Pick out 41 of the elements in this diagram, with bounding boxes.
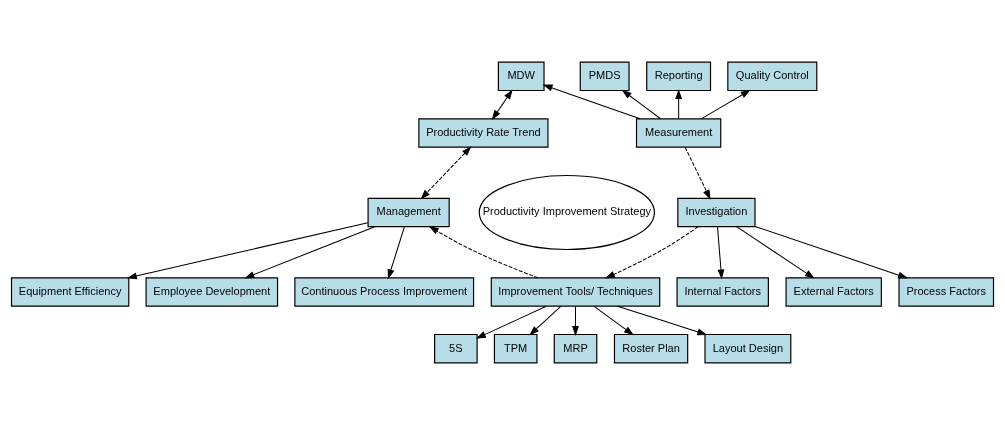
node-box: Reporting xyxy=(646,61,712,92)
arrow xyxy=(420,146,472,200)
arrow xyxy=(736,226,815,279)
arrow xyxy=(675,89,683,120)
node-box: Process Factors xyxy=(898,277,995,307)
node-box: 5S xyxy=(434,333,478,364)
arrow xyxy=(701,89,751,120)
arrow xyxy=(542,84,641,120)
arrow xyxy=(684,146,711,200)
arrow xyxy=(621,89,662,120)
node-box: MRP xyxy=(553,333,598,364)
node-ellipse: Productivity Improvement Strategy xyxy=(478,174,656,251)
node-box: TPM xyxy=(493,333,538,364)
node-box: Roster Plan xyxy=(613,333,689,364)
arrow xyxy=(572,305,579,336)
arrow xyxy=(428,226,539,279)
arrow xyxy=(616,305,708,336)
node-box: External Factors xyxy=(785,277,882,307)
node-box: Productivity Rate Trend xyxy=(418,118,549,148)
node-box: Quality Control xyxy=(727,61,818,92)
arrow xyxy=(126,222,369,280)
arrow xyxy=(754,225,909,279)
node-box: Management xyxy=(367,197,450,228)
arrow xyxy=(605,226,699,279)
arrow xyxy=(244,226,376,279)
arrow xyxy=(475,305,547,339)
node-box: Layout Design xyxy=(704,333,792,364)
node-box: MDW xyxy=(497,61,545,92)
node-box: Improvement Tools/ Techniques xyxy=(490,277,661,307)
arrow xyxy=(387,226,405,280)
node-box: PMDS xyxy=(579,61,630,92)
node-box: Equipment Efficiency xyxy=(10,277,130,307)
node-box: Internal Factors xyxy=(676,277,769,307)
node-box: Continuous Process Improvement xyxy=(294,277,475,307)
arrow xyxy=(593,305,634,336)
arrow xyxy=(529,305,562,336)
node-box: Measurement xyxy=(635,118,722,148)
node-box: Employee Development xyxy=(145,277,279,307)
arrow xyxy=(717,226,725,280)
node-box: Investigation xyxy=(677,197,756,228)
arrow xyxy=(491,89,513,121)
